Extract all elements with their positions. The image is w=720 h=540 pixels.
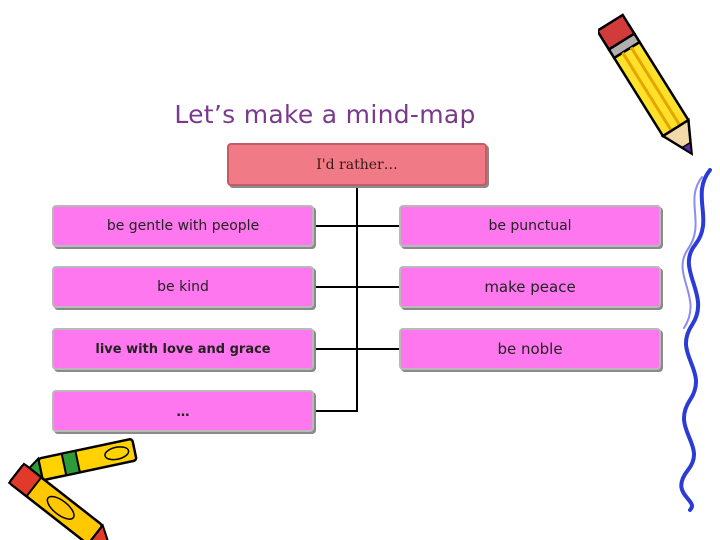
- slide-title: Let’s make a mind-map: [174, 100, 476, 129]
- branch-node-kind: be kind: [52, 266, 314, 308]
- branch-node-label: be noble: [497, 340, 563, 358]
- branch-node-ellipsis: …: [52, 390, 314, 432]
- pencil-icon: [598, 13, 694, 156]
- squiggle-line: [679, 168, 712, 512]
- crayons-icon: [7, 438, 138, 540]
- root-node-label: I'd rather…: [316, 156, 398, 173]
- branch-node-peace: make peace: [399, 266, 661, 308]
- branch-node-label: make peace: [484, 278, 576, 296]
- branch-node-punctual: be punctual: [399, 205, 661, 247]
- branch-node-gentle: be gentle with people: [52, 205, 314, 247]
- branch-node-label: …: [176, 405, 190, 420]
- branch-node-label: be kind: [157, 279, 209, 295]
- branch-node-noble: be noble: [399, 328, 661, 370]
- root-node: I'd rather…: [227, 143, 487, 186]
- branch-node-love-grace: live with love and grace: [52, 328, 314, 370]
- branch-node-label: be punctual: [488, 218, 572, 234]
- branch-node-label: live with love and grace: [95, 341, 271, 357]
- branch-node-label: be gentle with people: [106, 218, 260, 234]
